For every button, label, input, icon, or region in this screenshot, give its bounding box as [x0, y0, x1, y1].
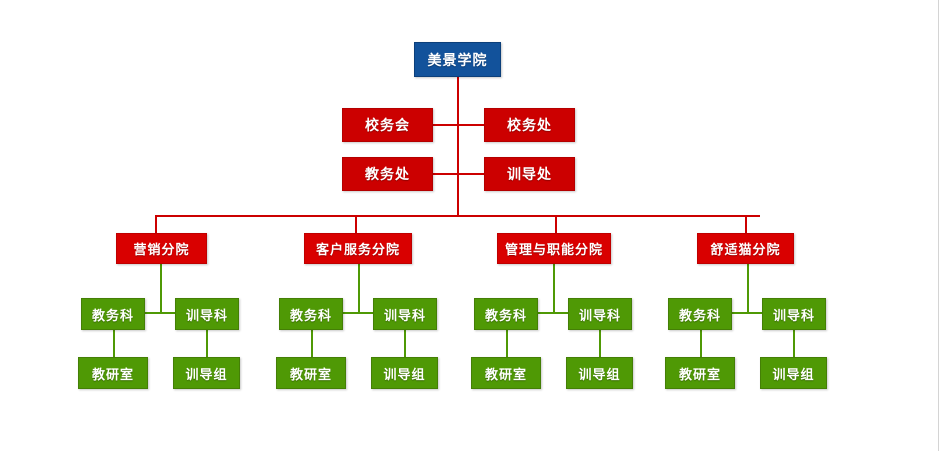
node-unit-4-teaching-research-office[interactable]: 教研室	[665, 357, 735, 389]
node-section-3-academic-affairs[interactable]: 教务科	[474, 298, 538, 330]
connector-section3-2-to-unit	[599, 330, 601, 358]
node-unit-3-discipline-group[interactable]: 训导组	[566, 357, 633, 389]
connector-division-drop-2	[355, 215, 357, 234]
node-section-4-discipline[interactable]: 训导科	[762, 298, 826, 330]
node-staff-academic-affairs-office[interactable]: 教务处	[342, 157, 433, 191]
node-section-2-discipline[interactable]: 训导科	[373, 298, 437, 330]
node-division-comfort-cat[interactable]: 舒适猫分院	[697, 233, 794, 264]
canvas-right-border	[938, 0, 939, 451]
node-root-meijing-academy[interactable]: 美景学院	[414, 42, 501, 77]
node-unit-2-teaching-research-office[interactable]: 教研室	[276, 357, 346, 389]
node-unit-1-discipline-group[interactable]: 训导组	[173, 357, 240, 389]
node-division-customer-service[interactable]: 客户服务分院	[304, 233, 412, 264]
node-section-3-discipline[interactable]: 训导科	[568, 298, 632, 330]
connector-division3-to-section1	[530, 312, 554, 314]
connector-section3-1-to-unit	[506, 330, 508, 358]
connector-division4-to-section2	[747, 312, 771, 314]
connector-division3-stem	[553, 263, 555, 313]
connector-division-drop-3	[555, 215, 557, 234]
connector-division4-stem	[747, 263, 749, 313]
connector-division1-to-section1	[135, 312, 161, 314]
node-division-marketing[interactable]: 营销分院	[116, 233, 207, 264]
node-unit-4-discipline-group[interactable]: 训导组	[760, 357, 827, 389]
connector-division1-stem	[160, 263, 162, 313]
node-staff-school-affairs-committee[interactable]: 校务会	[342, 108, 433, 142]
connector-section2-1-to-unit	[311, 330, 313, 358]
connector-division-drop-1	[155, 215, 157, 234]
connector-section1-1-to-unit	[113, 330, 115, 358]
connector-staff-right-2	[457, 173, 485, 175]
connector-section4-2-to-unit	[793, 330, 795, 358]
connector-staff-right-1	[457, 124, 485, 126]
connector-division4-to-section1	[724, 312, 748, 314]
connector-division3-to-section2	[553, 312, 577, 314]
node-unit-3-teaching-research-office[interactable]: 教研室	[471, 357, 541, 389]
node-division-management-and-functions[interactable]: 管理与职能分院	[497, 233, 611, 264]
connector-division2-to-section2	[358, 312, 382, 314]
connector-division-drop-4	[745, 215, 747, 234]
connector-section1-2-to-unit	[206, 330, 208, 358]
connector-root-spine	[457, 76, 459, 217]
connector-division1-to-section2	[160, 312, 185, 314]
connector-division2-to-section1	[335, 312, 359, 314]
node-section-1-discipline[interactable]: 训导科	[175, 298, 239, 330]
connector-staff-left-1	[432, 124, 459, 126]
node-section-2-academic-affairs[interactable]: 教务科	[279, 298, 343, 330]
node-staff-school-affairs-office[interactable]: 校务处	[484, 108, 575, 142]
node-section-1-academic-affairs[interactable]: 教务科	[81, 298, 145, 330]
node-unit-2-discipline-group[interactable]: 训导组	[371, 357, 438, 389]
node-unit-1-teaching-research-office[interactable]: 教研室	[78, 357, 148, 389]
connector-division2-stem	[358, 263, 360, 313]
connector-section4-1-to-unit	[700, 330, 702, 358]
node-staff-discipline-office[interactable]: 训导处	[484, 157, 575, 191]
connector-section2-2-to-unit	[404, 330, 406, 358]
connector-staff-left-2	[432, 173, 459, 175]
connector-division-bus	[155, 215, 760, 217]
node-section-4-academic-affairs[interactable]: 教务科	[668, 298, 732, 330]
